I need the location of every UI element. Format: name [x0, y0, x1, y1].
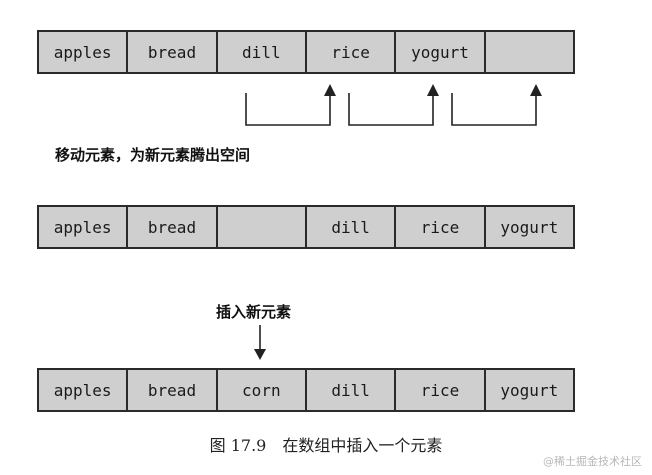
- arrowhead: [427, 84, 439, 96]
- array-cell: dill: [304, 368, 397, 412]
- arrowhead: [530, 84, 542, 96]
- array-cell: apples: [37, 30, 129, 74]
- array-cell: yogurt: [483, 368, 575, 412]
- array-shifted: apples bread dill rice yogurt: [37, 205, 585, 249]
- array-cell: yogurt: [394, 30, 486, 74]
- shift-arrow-yogurt: [451, 88, 537, 126]
- figure-caption: 图 17.9 在数组中插入一个元素: [209, 436, 443, 455]
- shift-arrow-rice: [348, 88, 434, 126]
- array-cell: bread: [126, 30, 218, 74]
- array-cell-empty: [215, 205, 307, 249]
- array-cell: apples: [37, 205, 129, 249]
- array-cell: rice: [394, 368, 486, 412]
- arrowhead: [254, 349, 266, 360]
- array-cell: dill: [304, 205, 397, 249]
- shift-arrow-dill: [245, 88, 331, 126]
- array-cell: apples: [37, 368, 129, 412]
- move-caption: 移动元素，为新元素腾出空间: [55, 146, 251, 164]
- array-before: apples bread dill rice yogurt: [37, 30, 585, 74]
- insert-caption: 插入新元素: [216, 303, 292, 321]
- array-cell-empty: [483, 30, 575, 74]
- array-cell: bread: [126, 205, 218, 249]
- array-cell: bread: [126, 368, 218, 412]
- array-cell: rice: [394, 205, 486, 249]
- array-inserted: apples bread corn dill rice yogurt: [37, 368, 585, 412]
- array-cell: yogurt: [483, 205, 575, 249]
- arrowhead: [324, 84, 336, 96]
- array-cell-new: corn: [215, 368, 307, 412]
- watermark: @稀土掘金技术社区: [543, 455, 642, 468]
- array-cell: dill: [215, 30, 307, 74]
